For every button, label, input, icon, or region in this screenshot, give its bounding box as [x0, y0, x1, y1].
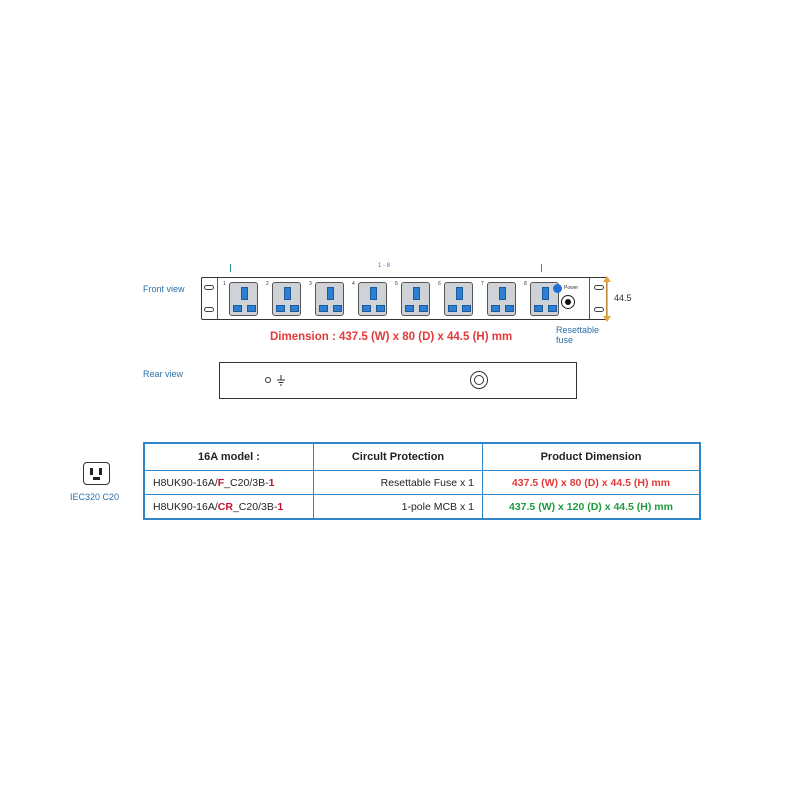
neutral-pin — [247, 305, 256, 312]
model-code: F — [217, 476, 225, 489]
power-label: Power — [564, 285, 579, 291]
left-ear-divider — [217, 278, 218, 319]
live-pin — [405, 305, 414, 312]
model-suffix: 1 — [268, 476, 275, 489]
power-indicator-icon — [553, 284, 562, 293]
range-end-tick — [541, 264, 542, 272]
header-model: 16A model : — [143, 442, 314, 471]
live-pin — [233, 305, 242, 312]
model-code: CR — [217, 500, 233, 513]
earth-pin — [499, 287, 506, 300]
spec-table: 16A model : Circult Protection Product D… — [143, 442, 701, 520]
neutral-pin — [333, 305, 342, 312]
protection-cell: 1-pole MCB x 1 — [313, 494, 483, 520]
socket-number: 2 — [266, 281, 269, 287]
protection-cell: Resettable Fuse x 1 — [313, 470, 483, 495]
earth-pin — [327, 287, 334, 300]
height-label: 44.5 — [614, 293, 632, 303]
dimension-cell: 437.5 (W) x 80 (D) x 44.5 (H) mm — [482, 470, 701, 495]
table-row: H8UK90-16A/F_C20/3B-1 Resettable Fuse x … — [143, 470, 701, 495]
earth-pin — [241, 287, 248, 300]
socket-number: 5 — [395, 281, 398, 287]
iec-c20-connector-icon — [83, 462, 110, 485]
uk-socket-icon — [487, 282, 516, 316]
range-start-tick — [230, 264, 231, 272]
table-row: H8UK90-16A/CR_C20/3B-1 1-pole MCB x 1 43… — [143, 494, 701, 520]
live-pin — [534, 305, 543, 312]
live-pin — [362, 305, 371, 312]
earth-pin — [370, 287, 377, 300]
earth-pin — [542, 287, 549, 300]
uk-socket-icon — [358, 282, 387, 316]
right-ear-divider — [589, 278, 590, 319]
model-mid: _C20/3B- — [224, 476, 269, 489]
neutral-pin — [419, 305, 428, 312]
model-mid: _C20/3B- — [232, 500, 278, 513]
mounting-hole — [204, 285, 214, 290]
live-pin — [276, 305, 285, 312]
pdu-front-panel: 1 2 3 4 5 6 7 8 Power — [201, 277, 607, 320]
model-suffix: 1 — [277, 500, 284, 513]
iec-c20-label: IEC320 C20 — [70, 492, 120, 502]
header-dimension: Product Dimension — [482, 442, 701, 471]
uk-socket-icon — [272, 282, 301, 316]
neutral-pin — [505, 305, 514, 312]
socket-number: 8 — [524, 281, 527, 287]
neutral-pin — [376, 305, 385, 312]
mounting-hole — [594, 285, 604, 290]
mounting-hole — [204, 307, 214, 312]
model-prefix: H8UK90-16A/ — [153, 500, 218, 513]
resettable-fuse-icon — [561, 295, 575, 309]
power-inlet-icon — [470, 371, 488, 389]
header-protection: Circult Protection — [313, 442, 483, 471]
model-cell: H8UK90-16A/CR_C20/3B-1 — [143, 494, 314, 520]
earth-symbol-icon — [277, 375, 285, 386]
live-pin — [319, 305, 328, 312]
socket-number: 3 — [309, 281, 312, 287]
live-pin — [448, 305, 457, 312]
earth-pin — [284, 287, 291, 300]
earth-pin — [456, 287, 463, 300]
socket-number: 6 — [438, 281, 441, 287]
socket-number: 7 — [481, 281, 484, 287]
neutral-pin — [290, 305, 299, 312]
uk-socket-icon — [229, 282, 258, 316]
front-view-label: Front view — [143, 284, 185, 294]
uk-socket-icon — [444, 282, 473, 316]
table-header-row: 16A model : Circult Protection Product D… — [143, 442, 701, 471]
outlet-range-label: 1 - 8 — [378, 263, 391, 269]
uk-socket-icon — [530, 282, 559, 316]
neutral-pin — [462, 305, 471, 312]
height-dimension-arrow — [603, 276, 611, 322]
neutral-pin — [548, 305, 557, 312]
rear-view-label: Rear view — [143, 369, 184, 379]
fuse-label: Resettable fuse — [556, 325, 600, 345]
model-cell: H8UK90-16A/F_C20/3B-1 — [143, 470, 314, 495]
dimension-text: Dimension : 437.5 (W) x 80 (D) x 44.5 (H… — [270, 331, 513, 343]
earth-pin — [413, 287, 420, 300]
power-inlet-inner — [474, 375, 484, 385]
dimension-cell: 437.5 (W) x 120 (D) x 44.5 (H) mm — [482, 494, 701, 520]
pdu-rear-panel — [219, 362, 577, 399]
mounting-hole — [594, 307, 604, 312]
socket-number: 4 — [352, 281, 355, 287]
uk-socket-icon — [315, 282, 344, 316]
socket-number: 1 — [223, 281, 226, 287]
model-prefix: H8UK90-16A/ — [153, 476, 218, 489]
live-pin — [491, 305, 500, 312]
uk-socket-icon — [401, 282, 430, 316]
ground-stud-icon — [265, 377, 271, 383]
